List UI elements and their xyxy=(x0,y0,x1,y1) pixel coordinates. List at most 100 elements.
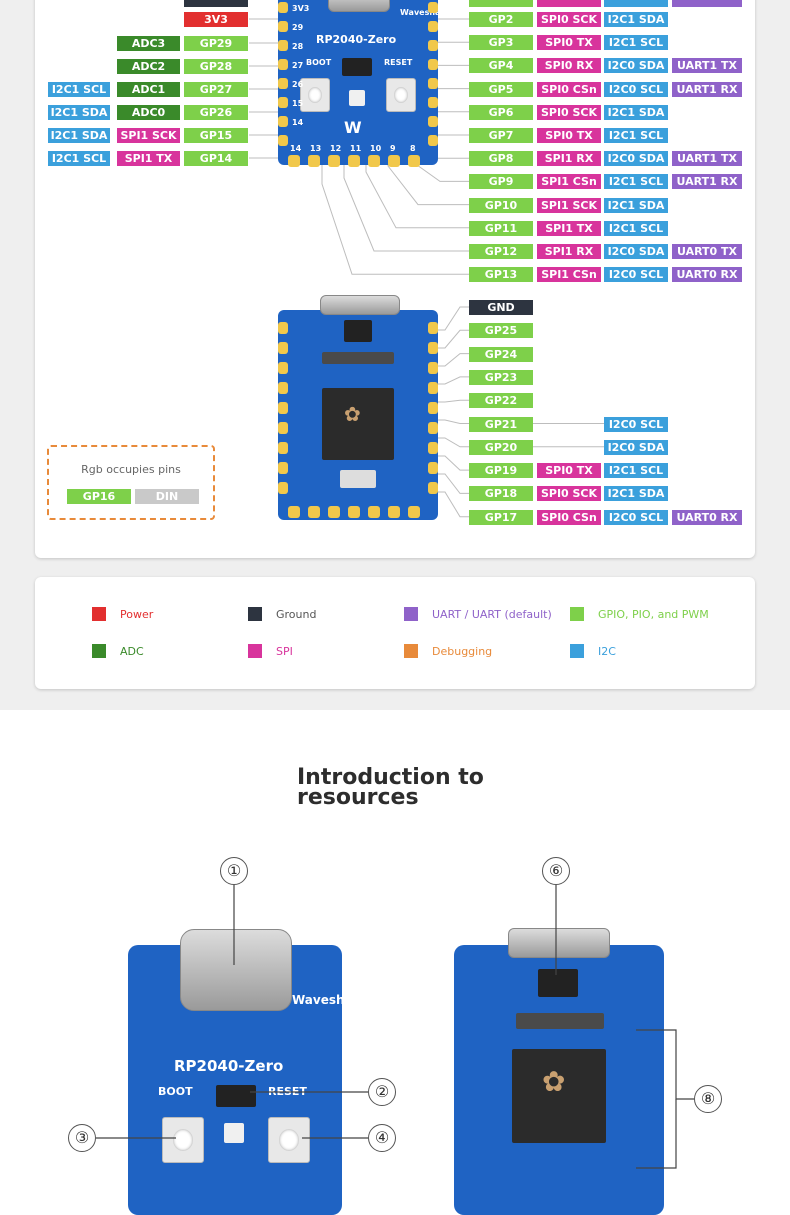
left-pin-label: SPI1 SCK xyxy=(117,128,180,143)
right-pin-label: I2C0 SDA xyxy=(604,58,668,74)
back-left-pad xyxy=(278,382,288,394)
rp2040-chip xyxy=(322,388,394,460)
right-pin-label: I2C0 SCL xyxy=(604,267,668,283)
rgb-note-box: Rgb occupies pins GP16 DIN xyxy=(47,445,215,520)
back-pin-label: I2C0 SCL xyxy=(604,416,668,432)
back-pin-label: GP22 xyxy=(469,393,533,409)
resource-board-name: RP2040-Zero xyxy=(174,1057,284,1075)
silk-pin-left: 28 xyxy=(292,42,304,51)
legend-label: UART / UART (default) xyxy=(432,608,552,621)
callout-line xyxy=(636,1099,677,1169)
right-pin-label: SPI0 SCK xyxy=(537,12,601,27)
bottom-pin-wire xyxy=(409,159,469,182)
back-left-pad xyxy=(278,402,288,414)
silk-pin-bottom: 8 xyxy=(410,144,416,153)
back-left-pad xyxy=(278,322,288,334)
right-pin-label: UART1 TX xyxy=(672,58,742,74)
right-pad xyxy=(428,2,438,13)
right-pin-label: GP2 xyxy=(469,12,533,27)
silk-pin-bottom: 10 xyxy=(370,144,382,153)
left-pin-label: GP15 xyxy=(184,128,248,143)
rgb-note-title: Rgb occupies pins xyxy=(81,463,181,476)
resource-usb-c xyxy=(180,929,292,1011)
legend-swatch xyxy=(248,644,262,658)
back-pin-label: I2C0 SCL xyxy=(604,509,668,525)
back-bottom-pad xyxy=(408,506,420,518)
right-pin-label: GP11 xyxy=(469,220,533,236)
left-pin-label: I2C1 SDA xyxy=(48,105,110,120)
right-pin-label: UART0 TX xyxy=(672,244,742,259)
left-pin-label: ADC0 xyxy=(117,105,180,120)
callout-line xyxy=(636,1029,694,1100)
intro-title: Introduction to resources xyxy=(297,765,484,810)
resource-board-back: ✿ xyxy=(454,945,664,1215)
back-pin-label: GP18 xyxy=(469,486,533,502)
right-pin-label: I2C0 SDA xyxy=(604,151,668,167)
legend-label: ADC xyxy=(120,645,144,658)
back-pin-label: GP23 xyxy=(469,369,533,385)
legend-label: Debugging xyxy=(432,645,493,658)
back-right-pad xyxy=(428,482,438,494)
right-pin-label: GP4 xyxy=(469,58,533,74)
back-pin-label: I2C0 SDA xyxy=(604,439,668,455)
right-pin-label: GP13 xyxy=(469,267,533,283)
back-pin-label: UART0 RX xyxy=(672,509,742,525)
right-pin-label: SPI0 TX xyxy=(537,35,601,51)
board-name: RP2040-Zero xyxy=(316,33,397,46)
right-pin-label: I2C0 SCL xyxy=(604,81,668,97)
back-bottom-pad xyxy=(328,506,340,518)
right-pin-label: UART1 RX xyxy=(672,81,742,97)
back-pin-label: SPI0 CSn xyxy=(537,509,601,525)
right-pin-label: SPI1 CSn xyxy=(537,174,601,190)
back-pin-label: GP20 xyxy=(469,439,533,455)
bottom-pad xyxy=(388,155,400,167)
silk-pin-bottom: 12 xyxy=(330,144,342,153)
clipped-uart-label xyxy=(672,0,742,7)
right-pin-label: UART1 TX xyxy=(672,151,742,167)
back-pin-label: GND xyxy=(469,300,533,315)
back-pin-label: GP24 xyxy=(469,346,533,362)
left-pin-label: GP27 xyxy=(184,82,248,97)
resource-boot: BOOT xyxy=(158,1085,193,1098)
back-pin-label: I2C1 SDA xyxy=(604,486,668,502)
right-pin-label: SPI1 RX xyxy=(537,244,601,259)
rgb-led xyxy=(349,90,365,106)
boot-label: BOOT xyxy=(306,58,332,67)
right-pin-label: SPI1 TX xyxy=(537,220,601,236)
resource-brand: Waveshare xyxy=(292,993,367,1007)
back-right-pad xyxy=(428,422,438,434)
left-pin-label: GP14 xyxy=(184,151,248,166)
right-pin-label: SPI0 TX xyxy=(537,128,601,143)
silk-pin-bottom: 9 xyxy=(390,144,396,153)
bottom-pin-wire xyxy=(365,160,469,229)
bottom-pad xyxy=(348,155,360,167)
right-pin-label: I2C1 SCL xyxy=(604,220,668,236)
right-pad xyxy=(428,97,438,108)
clipped-gpio-label xyxy=(469,0,533,7)
back-pin-label: GP21 xyxy=(469,416,533,432)
raspberry-logo-icon: ✿ xyxy=(344,402,361,426)
right-pin-label: GP10 xyxy=(469,197,533,213)
silk-pin-left: 27 xyxy=(292,61,304,70)
legend-swatch xyxy=(248,607,262,621)
gnd-label-clipped xyxy=(184,0,248,7)
resource-raspberry-logo-icon: ✿ xyxy=(542,1065,566,1098)
bottom-pad xyxy=(368,155,380,167)
rgb-led-chip xyxy=(342,58,372,76)
back-right-pad xyxy=(428,442,438,454)
right-pin-label: SPI1 CSn xyxy=(537,267,601,283)
right-pad xyxy=(428,40,438,51)
rgb-signal-label: DIN xyxy=(135,489,199,504)
resource-board-front: RP2040-Zero Waveshare BOOT RESET xyxy=(128,929,367,1215)
right-pin-label: GP8 xyxy=(469,151,533,167)
right-pin-label: GP6 xyxy=(469,104,533,120)
resource-boot-button xyxy=(162,1117,204,1163)
back-left-pad xyxy=(278,482,288,494)
boot-button xyxy=(300,78,330,112)
right-pin-label: SPI1 RX xyxy=(537,151,601,167)
usb-c-back xyxy=(320,295,400,315)
back-right-pad xyxy=(428,362,438,374)
right-pin-label: SPI1 SCK xyxy=(537,197,601,213)
back-right-pad xyxy=(428,382,438,394)
back-pin-label: I2C1 SCL xyxy=(604,463,668,479)
